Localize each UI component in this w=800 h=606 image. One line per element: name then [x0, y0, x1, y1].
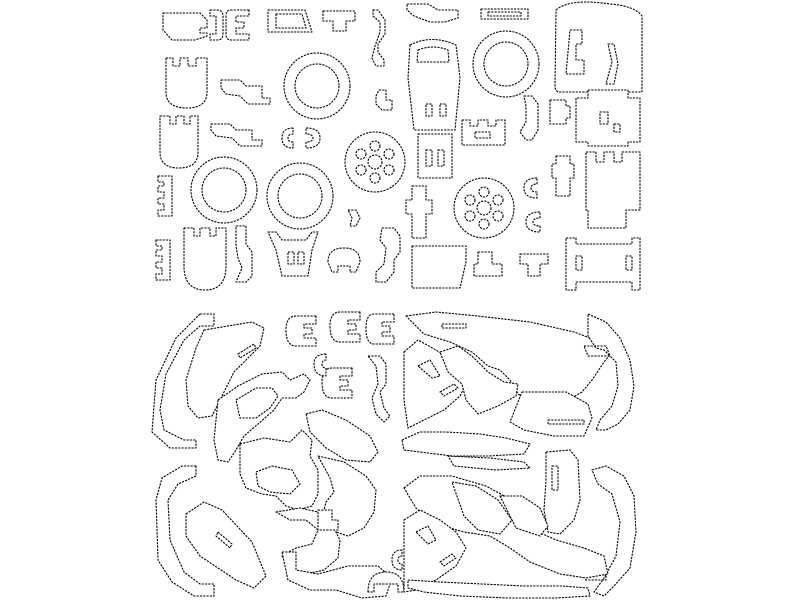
- hub-2-hole-b: [492, 194, 504, 206]
- s-link-part: [375, 227, 401, 283]
- canopy-strip-part: [267, 9, 313, 33]
- wing-spar-bottom-long: [407, 579, 591, 599]
- c-clip-part-7: [313, 353, 327, 377]
- s-link-part-2: [367, 355, 391, 423]
- hub-2-hole-f: [464, 194, 476, 206]
- fuselage-inner-upper-a: [235, 387, 279, 419]
- nose-cap-part: [162, 12, 208, 41]
- c-clip-part-6: [525, 211, 541, 233]
- wheel-ring-part-1-inner: [294, 63, 340, 109]
- tail-fin-part: [554, 1, 643, 93]
- fuselage-inner-upper-b: [305, 409, 379, 463]
- tower-connector-part: [405, 185, 433, 239]
- hub-1-hole-e: [355, 164, 367, 176]
- hub-2-hole-center: [476, 200, 492, 216]
- wing-flap-upper: [509, 391, 593, 437]
- wing-panel-lower-inner: [403, 509, 467, 593]
- tall-bracket-part: [585, 151, 641, 229]
- side-panel-left-upper-insert: [185, 321, 265, 419]
- hub-2-hole-c: [492, 210, 504, 222]
- hub-1-hole-f: [355, 148, 367, 160]
- wing-spar-lower: [451, 481, 513, 535]
- c-clip-part-8: [391, 549, 403, 571]
- hub-2-hole-e: [464, 210, 476, 222]
- shield-plate-part-2: [159, 115, 199, 169]
- bracket-arm-part-1: [220, 79, 271, 105]
- c-clip-part-3: [281, 127, 294, 149]
- hub-1-hole-c: [383, 164, 395, 176]
- c-clip-part-2: [209, 9, 224, 41]
- side-panel-left-lower: [155, 465, 215, 597]
- small-s-hook-part: [347, 209, 361, 227]
- canopy-frame-part: [407, 38, 461, 131]
- bracket-arm-part-2: [210, 123, 263, 147]
- comb-strip-part-2: [155, 239, 171, 281]
- t-foot-part-1: [473, 251, 503, 277]
- wheel-ring-part-3-inner: [201, 167, 247, 213]
- large-parts-sheet: [151, 311, 637, 599]
- crenel-bar-part: [461, 119, 506, 146]
- small-hook-part: [375, 89, 393, 111]
- wheel-ring-part-2-inner: [483, 41, 529, 87]
- t-connector-part-1: [322, 10, 356, 32]
- small-parts-sheet: [155, 1, 643, 291]
- wing-tab-slot-upper: [441, 323, 467, 329]
- bent-link-part: [235, 225, 253, 283]
- hub-2-hole-d: [478, 218, 490, 230]
- t-foot-part-2: [519, 253, 549, 277]
- e-clip-part-2: [329, 311, 361, 343]
- slot-block-part: [417, 133, 453, 179]
- wing-spar-upper: [439, 345, 519, 415]
- small-connector-lower: [317, 509, 339, 531]
- small-plug-part-2: [551, 155, 575, 197]
- tail-fin-right-upper: [583, 313, 635, 431]
- arch-connector-part-2: [367, 571, 405, 593]
- hub-1-hole-a: [369, 140, 381, 152]
- arch-connector-part: [327, 247, 361, 273]
- small-plug-part-1: [549, 99, 571, 125]
- link-arm-part-2: [519, 95, 539, 141]
- hub-1-hole-center: [367, 154, 383, 170]
- hub-1-hole-b: [383, 148, 395, 160]
- link-arm-part-1: [371, 9, 386, 67]
- e-clip-part-1: [285, 315, 317, 347]
- shield-plate-part-1: [165, 57, 208, 109]
- c-clip-part-4: [305, 127, 321, 149]
- side-panel-left-lower-insert: [185, 501, 267, 589]
- fuselage-frame-upper: [213, 371, 311, 463]
- support-leg-part: [267, 231, 319, 277]
- wing-brace-lower: [499, 495, 549, 537]
- fuselage-frame-mid: [239, 429, 319, 511]
- c-clip-part-1: [225, 9, 250, 41]
- hub-1-hole-d: [369, 172, 381, 184]
- wing-strut-long: [447, 455, 531, 471]
- wing-panel-upper-outer: [405, 311, 613, 403]
- tower-block-part: [575, 89, 641, 147]
- e-clip-part-3: [365, 313, 395, 345]
- cockpit-base-part: [411, 245, 467, 289]
- shield-plate-part-3: [183, 227, 227, 291]
- c-clip-part-5: [523, 177, 538, 199]
- comb-strip-part-1: [157, 175, 173, 217]
- slot-bar-part: [480, 8, 529, 20]
- rudder-right: [543, 449, 581, 535]
- wing-panel-mid-thin: [401, 431, 531, 457]
- side-panel-left-upper: [151, 313, 215, 449]
- chassis-frame-part: [565, 237, 641, 291]
- wheel-ring-part-4-inner: [277, 173, 323, 219]
- hook-bracket-part: [406, 3, 459, 23]
- hub-2-hole-a: [478, 186, 490, 198]
